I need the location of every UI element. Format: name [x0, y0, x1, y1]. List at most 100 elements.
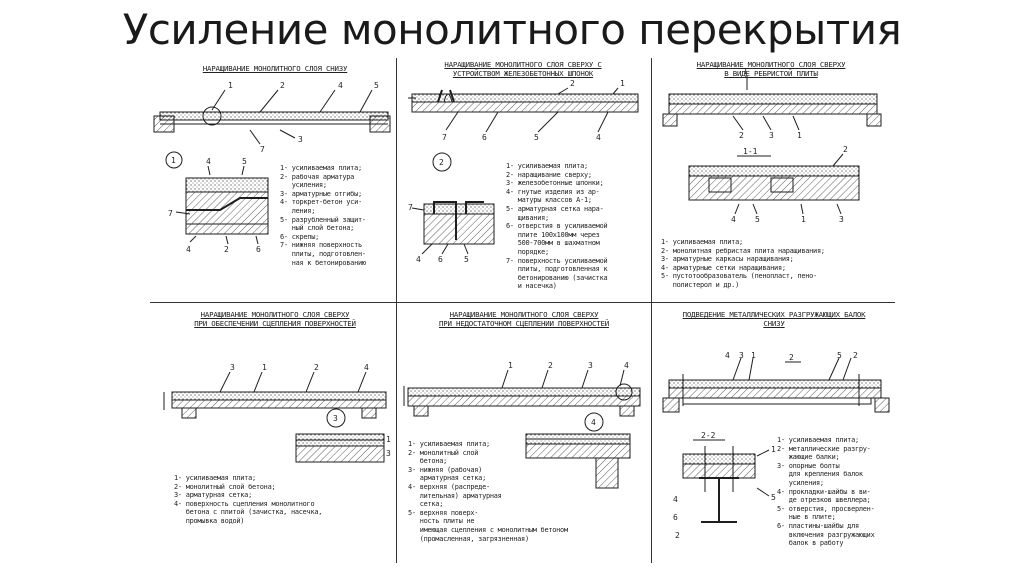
svg-text:4: 4	[725, 351, 730, 360]
detail-badge: 3	[333, 414, 338, 423]
panel-legend: 1- усиливаемая плита; 2- монолитная ребр…	[661, 238, 891, 290]
legend-item: плите 100х100мм через	[506, 230, 600, 239]
svg-text:2: 2	[853, 351, 858, 360]
svg-text:4: 4	[338, 81, 343, 90]
svg-text:1: 1	[508, 361, 513, 370]
svg-text:2: 2	[314, 363, 319, 372]
svg-text:4: 4	[596, 133, 601, 142]
svg-text:6: 6	[256, 245, 261, 254]
svg-text:3: 3	[588, 361, 593, 370]
svg-text:7: 7	[408, 203, 413, 212]
svg-text:2: 2	[570, 79, 575, 88]
legend-item: 5- разрубленный защит-	[280, 215, 366, 224]
legend-item: для крепления балок	[777, 470, 863, 479]
legend-item: (промасленная, загрязненная)	[408, 534, 529, 543]
legend-item: 2- наращивание сверху;	[506, 170, 592, 179]
svg-text:2: 2	[739, 131, 744, 140]
legend-item: 3- железобетонные шпонки;	[506, 179, 604, 188]
legend-item: бетона с плитой (зачистка, насечка,	[174, 508, 323, 517]
svg-text:4: 4	[186, 245, 191, 254]
svg-text:1: 1	[751, 351, 756, 360]
svg-text:3: 3	[386, 449, 391, 458]
section-label: 1-1	[743, 147, 758, 156]
svg-text:3: 3	[769, 131, 774, 140]
svg-text:4: 4	[624, 361, 629, 370]
detail-badge: 1	[171, 156, 176, 165]
svg-text:3: 3	[839, 215, 844, 224]
svg-text:2: 2	[789, 353, 794, 362]
svg-text:1: 1	[801, 215, 806, 224]
legend-item: усиления;	[777, 478, 824, 487]
legend-item: 5- пустотообразователь (пенопласт, пено-	[661, 272, 817, 281]
separator-horizontal	[150, 302, 895, 303]
legend-item: 1- усиливаемая плита;	[408, 440, 490, 448]
svg-text:5: 5	[464, 255, 469, 264]
svg-text:1: 1	[797, 131, 802, 140]
legend-item: 3- арматурные отгибы;	[280, 189, 362, 198]
legend-item: 4- поверхность сцепления монолитного	[174, 499, 315, 508]
legend-item: балок в работу	[777, 539, 844, 548]
legend-item: 500-700мм в шахматном	[506, 239, 600, 248]
legend-item: порядке;	[506, 247, 549, 256]
legend-item: 3- арматурные каркасы наращивания;	[661, 255, 794, 264]
legend-item: ления;	[280, 206, 316, 215]
svg-text:2: 2	[224, 245, 229, 254]
panel-caption: НАРАЩИВАНИЕ МОНОЛИТНОГО СЛОЯ СВЕРХУ С УС…	[444, 60, 602, 78]
slide-title: Усиление монолитного перекрытия	[122, 5, 902, 54]
svg-text:7: 7	[168, 209, 173, 218]
legend-item: ная к бетонированию	[280, 258, 366, 267]
legend-item: 5- верхняя поверх-	[408, 508, 479, 517]
panel-caption: НАРАЩИВАНИЕ МОНОЛИТНОГО СЛОЯ СВЕРХУ В ВИ…	[696, 60, 846, 78]
legend-item: 6- скрепы;	[280, 232, 319, 241]
detail-badge: 2	[439, 158, 444, 167]
svg-text:1: 1	[771, 445, 776, 454]
panel-legend: 1- усиливаемая плита; 2- монолитный слой…	[174, 474, 384, 526]
legend-item: полистерол и др.)	[661, 280, 740, 289]
legend-item: промывка водой)	[174, 516, 245, 525]
svg-text:5: 5	[771, 493, 776, 502]
svg-text:1: 1	[262, 363, 267, 372]
legend-item: бетонированию (зачистка	[506, 273, 608, 282]
svg-text:3: 3	[739, 351, 744, 360]
legend-item: 4- прокладки-шайбы в ви-	[777, 487, 871, 496]
panel-legend: 1- усиливаемая плита; 2- рабочая арматур…	[280, 164, 396, 267]
svg-text:5: 5	[837, 351, 842, 360]
legend-item: лительная) арматурная	[408, 491, 502, 500]
legend-item: 5- арматурная сетка нара-	[506, 204, 604, 213]
panel-caption: НАРАЩИВАНИЕ МОНОЛИТНОГО СЛОЯ СВЕРХУ ПРИ …	[194, 310, 356, 328]
svg-text:2: 2	[548, 361, 553, 370]
legend-item: жающие балки;	[777, 453, 840, 462]
panel-ribbed-top-layer: НАРАЩИВАНИЕ МОНОЛИТНОГО СЛОЯ СВЕРХУ В ВИ…	[653, 58, 893, 300]
legend-item: 2- рабочая арматура	[280, 172, 355, 181]
legend-item: 2- монолитная ребристая плита наращивани…	[661, 246, 825, 255]
panel-keyed-top-layer: НАРАЩИВАНИЕ МОНОЛИТНОГО СЛОЯ СВЕРХУ С УС…	[398, 58, 650, 300]
legend-item: включения разгружающих	[777, 530, 875, 539]
svg-text:3: 3	[298, 135, 303, 144]
svg-text:4: 4	[206, 157, 211, 166]
svg-text:2: 2	[843, 145, 848, 154]
svg-text:1: 1	[743, 67, 748, 76]
svg-text:2: 2	[280, 81, 285, 90]
svg-text:6: 6	[482, 133, 487, 142]
legend-item: 2- монолитный слой	[408, 448, 479, 457]
legend-item: 1- усиливаемая плита;	[661, 238, 743, 246]
legend-item: плиты, подготовлен-	[280, 249, 366, 258]
svg-text:1: 1	[228, 81, 233, 90]
legend-item: 3- опорные болты	[777, 461, 840, 470]
svg-text:6: 6	[673, 513, 678, 522]
panel-unbonded-top-layer: НАРАЩИВАНИЕ МОНОЛИТНОГО СЛОЯ СВЕРХУ ПРИ …	[398, 306, 650, 564]
legend-item: 6- отверстия в усиливаемой	[506, 222, 608, 231]
svg-text:6: 6	[438, 255, 443, 264]
legend-item: 6- пластины-шайбы для	[777, 521, 859, 530]
legend-item: плиты, подготовленная к	[506, 265, 608, 274]
legend-item: 1- усиливаемая плита;	[506, 162, 588, 170]
legend-item: 4- арматурные сетки наращивания;	[661, 263, 786, 272]
legend-item: арматурная сетка;	[408, 474, 487, 483]
legend-item: 1- усиливаемая плита;	[777, 436, 859, 444]
svg-text:5: 5	[242, 157, 247, 166]
svg-text:7: 7	[442, 133, 447, 142]
